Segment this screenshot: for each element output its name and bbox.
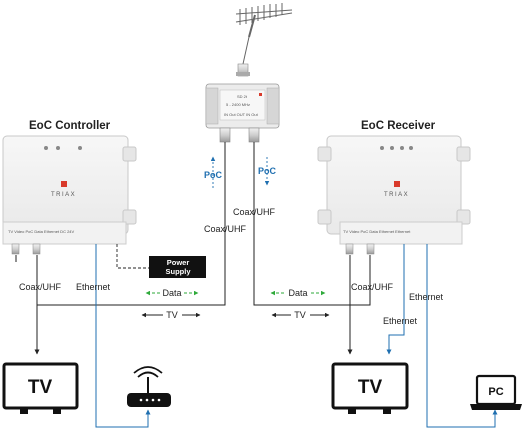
svg-text:5 - 2400 MHz: 5 - 2400 MHz xyxy=(226,102,250,107)
antenna-icon xyxy=(235,3,293,65)
poc-label-right: PoC xyxy=(258,166,277,176)
tv-icon: TV xyxy=(2,362,79,414)
svg-text:Supply: Supply xyxy=(165,267,191,276)
svg-text:TV: TV xyxy=(358,377,383,398)
coax-label-receiver: Coax/UHF xyxy=(351,282,394,292)
power-supply-icon: Power Supply xyxy=(149,256,206,278)
svg-text:TV Video PoC Data Ethern: TV Video PoC Data Ethernet Ethernet xyxy=(343,229,411,234)
svg-text:TRIAX: TRIAX xyxy=(51,192,76,198)
coax-label-controller: Coax/UHF xyxy=(19,282,62,292)
pc-icon: PC xyxy=(470,374,522,410)
data-label-left: Data xyxy=(162,288,181,298)
tv-icon: TV xyxy=(331,362,409,414)
coax-label-splitter-right: Coax/UHF xyxy=(233,207,276,217)
svg-text:IN Out OUT IN Out: IN Out OUT IN Out xyxy=(224,112,259,117)
poc-label-left: PoC xyxy=(204,170,223,180)
power-line xyxy=(116,244,150,269)
tv-flow-label-left: TV xyxy=(166,310,178,320)
svg-text:TV: TV xyxy=(28,377,53,398)
splitter-icon: SD 2t 5 - 2400 MHz IN Out OUT IN Out xyxy=(205,63,280,143)
ethernet-links xyxy=(95,244,498,428)
data-label-right: Data xyxy=(288,288,307,298)
svg-text:Power: Power xyxy=(167,258,190,267)
ethernet-label-controller: Ethernet xyxy=(76,282,111,292)
eoc-receiver-device: TRIAX TV Video PoC Data Ethernet Etherne… xyxy=(317,135,471,255)
receiver-title: EoC Receiver xyxy=(361,120,436,132)
tv-flow-label-right: TV xyxy=(294,310,306,320)
coax-label-splitter-left: Coax/UHF xyxy=(204,224,247,234)
svg-text:SD 2t: SD 2t xyxy=(237,94,248,99)
svg-text:TRIAX: TRIAX xyxy=(384,192,409,198)
svg-text:PC: PC xyxy=(488,386,503,398)
coax-links xyxy=(15,142,371,355)
controller-title: EoC Controller xyxy=(29,120,111,132)
svg-text:TV Video PoC Data E: TV Video PoC Data Ethernet DC 24V xyxy=(8,229,75,234)
ethernet-label-receiver-pc: Ethernet xyxy=(409,292,444,302)
ethernet-label-receiver-tv: Ethernet xyxy=(383,316,418,326)
router-icon xyxy=(127,366,171,407)
eoc-controller-device: TRIAX TV Video PoC Data Ethernet DC 24V xyxy=(2,135,137,255)
